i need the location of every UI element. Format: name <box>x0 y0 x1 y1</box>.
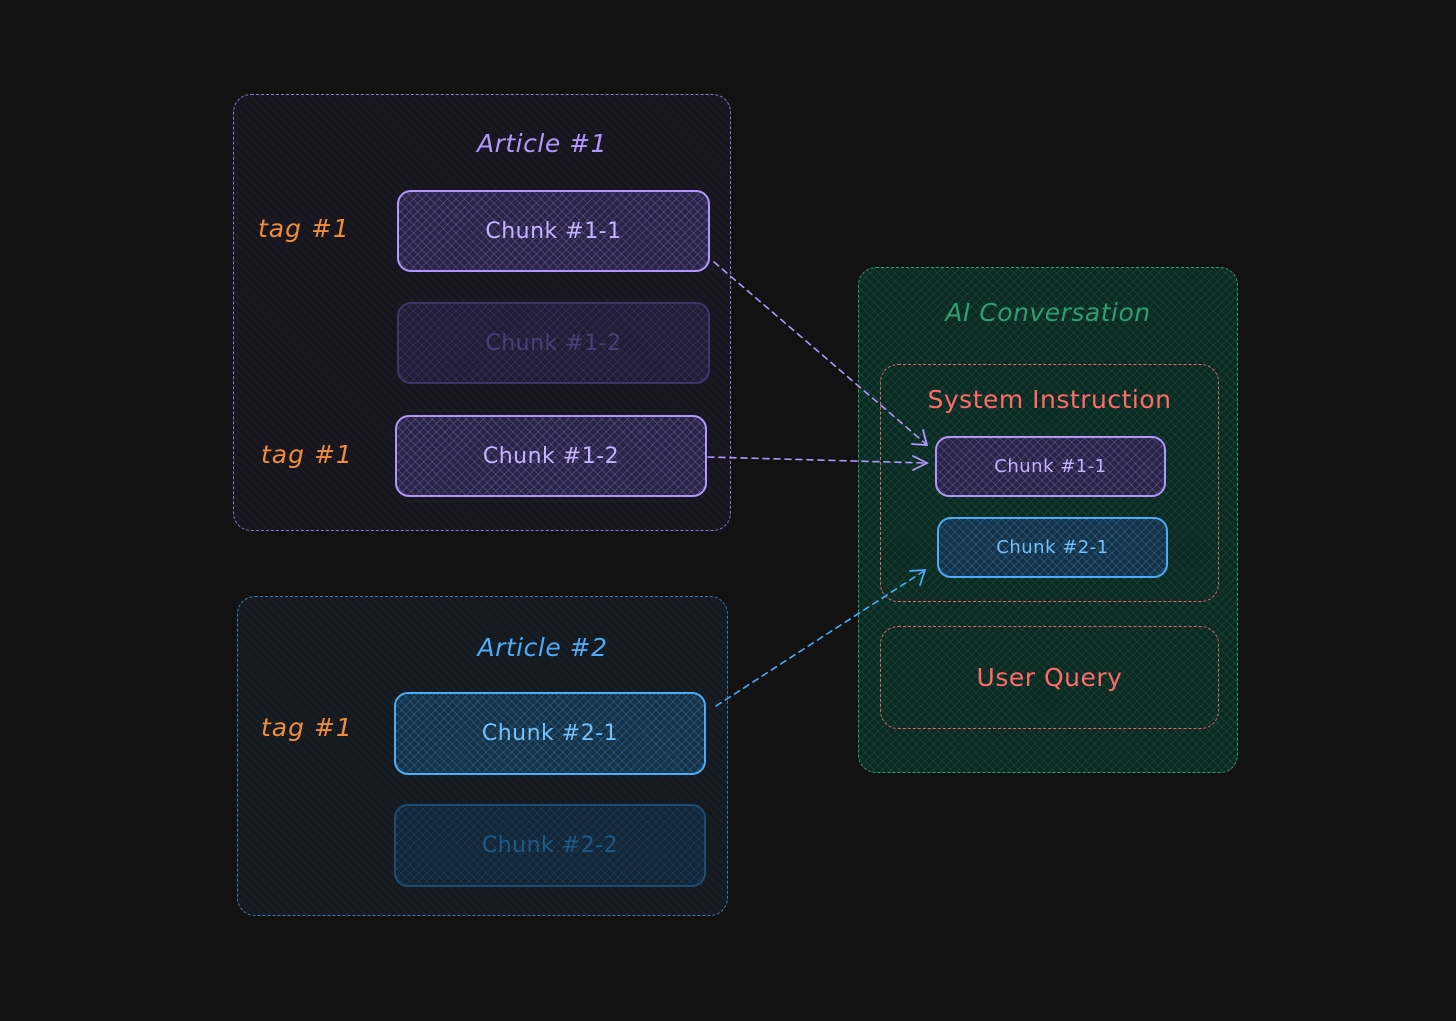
system-instruction-frame: System Instruction <box>880 364 1219 602</box>
chunk-2-2-faded[interactable]: Chunk #2-2 <box>394 804 706 887</box>
system-chunk-1-1[interactable]: Chunk #1-1 <box>935 436 1166 497</box>
chunk-1-1[interactable]: Chunk #1-1 <box>397 190 710 272</box>
arrowhead-chunk-1-2 <box>912 455 930 471</box>
arrowhead-chunk-2-1 <box>909 569 927 586</box>
article-1-tag-2: tag #1 <box>261 440 353 469</box>
chunk-1-2-faded[interactable]: Chunk #1-2 <box>397 302 710 384</box>
chunk-1-2[interactable]: Chunk #1-2 <box>395 415 707 497</box>
arrow-chunk-1-1 <box>713 261 927 445</box>
chunk-2-1[interactable]: Chunk #2-1 <box>394 692 706 775</box>
arrow-chunk-1-2 <box>707 456 927 464</box>
system-instruction-title: System Instruction <box>927 385 1172 414</box>
system-chunk-2-1[interactable]: Chunk #2-1 <box>937 517 1168 578</box>
arrowhead-chunk-1-1 <box>911 429 929 446</box>
user-query-label: User Query <box>976 663 1123 692</box>
article-2-title: Article #2 <box>477 633 608 662</box>
ai-conversation-title: AI Conversation <box>945 298 1151 327</box>
arrow-chunk-2-1 <box>715 570 925 707</box>
article-2-tag-1: tag #1 <box>261 713 353 742</box>
article-1-tag-1: tag #1 <box>258 214 350 243</box>
user-query-frame[interactable]: User Query <box>880 626 1219 729</box>
article-1-title: Article #1 <box>477 129 607 158</box>
